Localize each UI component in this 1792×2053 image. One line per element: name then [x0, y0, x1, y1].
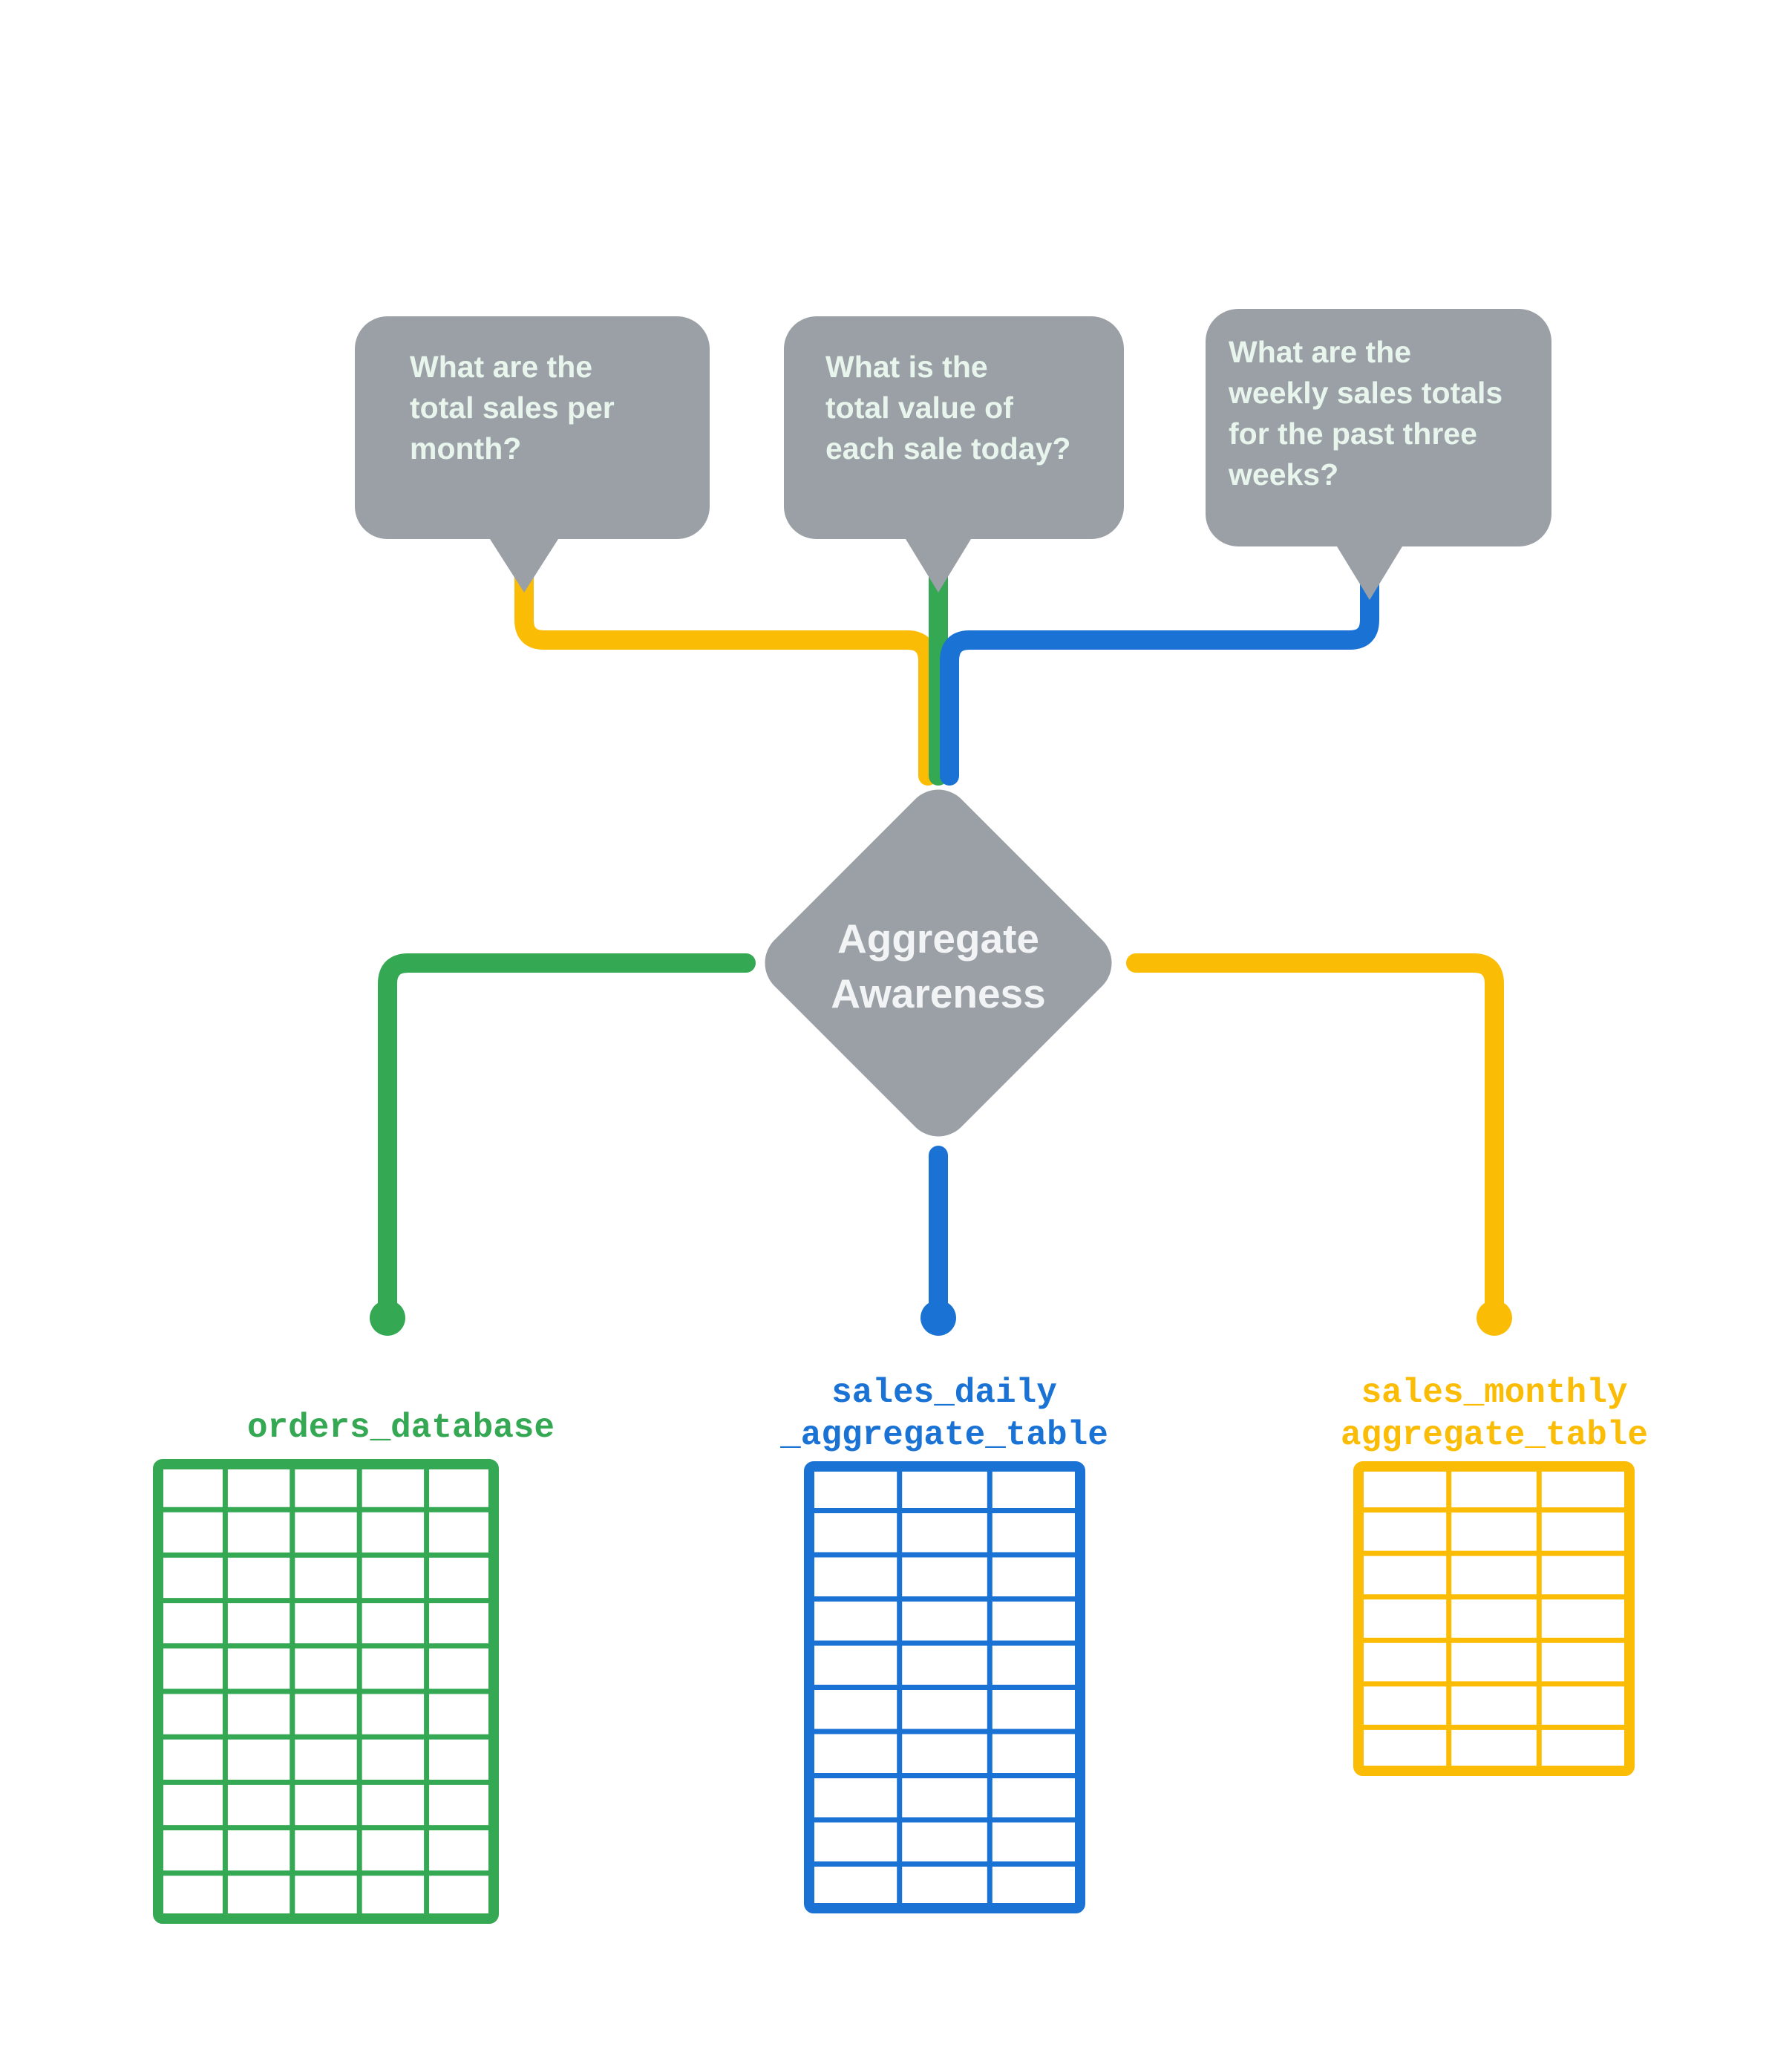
table-label-sales-monthly-line-0: sales_monthly	[1361, 1374, 1628, 1412]
table-grid-orders-database	[153, 1459, 499, 1924]
diamond-label-line-1: Awareness	[831, 970, 1045, 1016]
endpoint-dot-sales-monthly	[1477, 1300, 1512, 1336]
connector-endpoint-dots	[370, 1300, 1512, 1336]
table-grid-sales-monthly	[1353, 1461, 1635, 1776]
aggregate-awareness-node[interactable]: Aggregate Awareness	[751, 776, 1125, 1149]
diamond-shape	[765, 789, 1112, 1137]
table-sales-daily-aggregate[interactable]: sales_daily _aggregate_table	[779, 1374, 1108, 1913]
connector-question1-yellow	[514, 503, 938, 786]
table-orders-database[interactable]: orders_database	[153, 1409, 555, 1924]
table-sales-monthly-aggregate[interactable]: sales_monthly aggregate_table	[1341, 1374, 1648, 1776]
bubble-line-3-3: weeks?	[1228, 457, 1338, 492]
bubble-line-3-0: What are the	[1229, 335, 1411, 369]
bubble-body-3	[1206, 309, 1551, 600]
endpoint-dot-orders-database	[370, 1300, 405, 1336]
question-bubble-weekly-sales[interactable]: What are the weekly sales totals for the…	[1206, 309, 1551, 600]
bubble-line-1-2: month?	[410, 431, 521, 466]
bubble-body-1	[355, 316, 710, 593]
bubble-line-2-1: total value of	[825, 391, 1013, 425]
connector-question3-blue	[940, 510, 1379, 786]
table-grid-sales-daily	[804, 1461, 1085, 1913]
bubble-line-3-2: for the past three	[1229, 417, 1477, 451]
bubble-line-2-0: What is the	[825, 350, 988, 384]
endpoint-dot-sales-daily	[920, 1300, 956, 1336]
table-label-sales-daily-line-1: _aggregate_table	[779, 1416, 1108, 1455]
diamond-label-line-0: Aggregate	[837, 915, 1039, 962]
bubble-line-2-2: each sale today?	[825, 431, 1070, 466]
bubble-line-1-1: total sales per	[410, 391, 615, 425]
bubble-body-2	[784, 316, 1124, 593]
table-label-sales-daily-line-0: sales_daily	[831, 1374, 1057, 1412]
table-label-sales-monthly-line-1: aggregate_table	[1341, 1416, 1648, 1455]
table-label-orders-database: orders_database	[247, 1409, 555, 1447]
bubble-line-1-0: What are the	[410, 350, 592, 384]
question-bubble-daily-sale-value[interactable]: What is the total value of each sale tod…	[784, 316, 1124, 593]
connector-orders-database-green	[378, 953, 756, 1328]
question-bubble-monthly-sales[interactable]: What are the total sales per month?	[355, 316, 710, 593]
connector-sales-monthly-yellow	[1126, 953, 1504, 1328]
bubble-line-3-1: weekly sales totals	[1228, 376, 1502, 410]
